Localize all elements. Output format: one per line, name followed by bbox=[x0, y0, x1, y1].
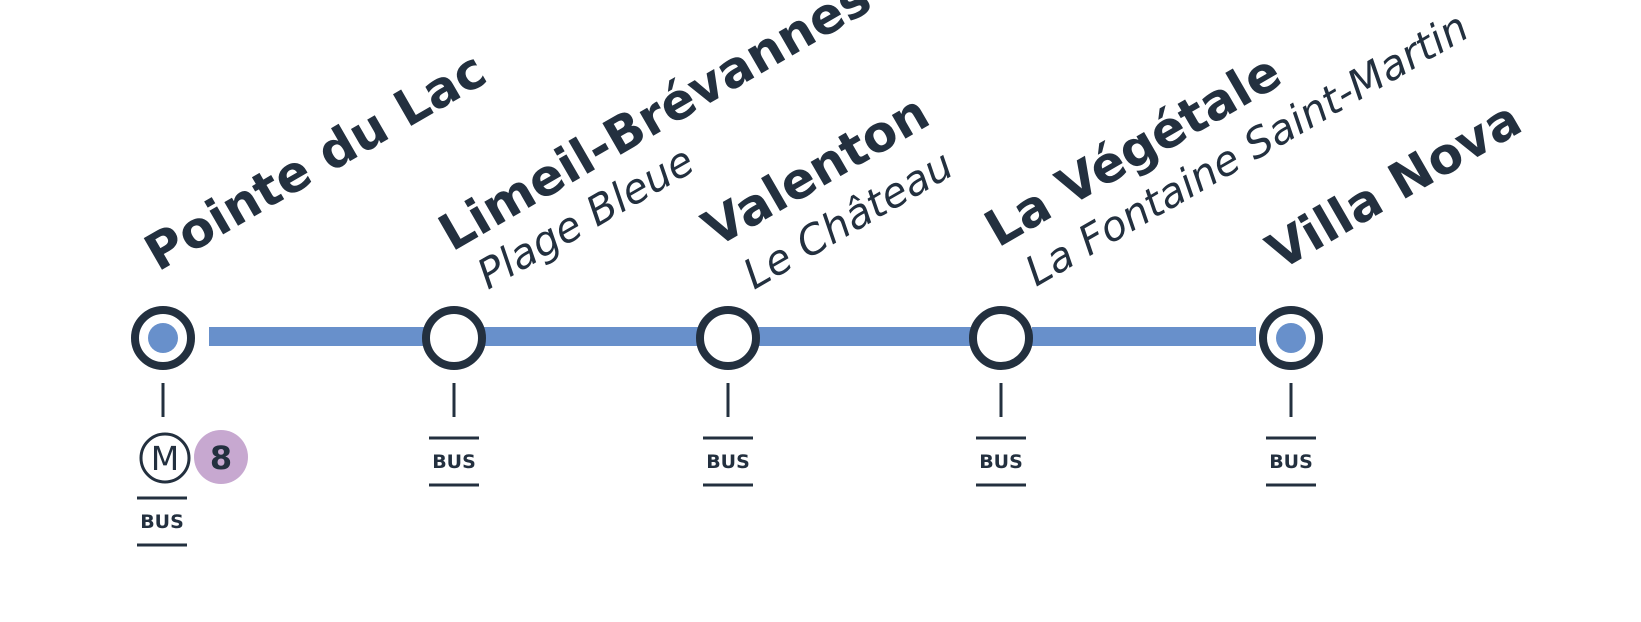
station-la-vegetale[interactable]: La Végétale La Fontaine Saint-Martin BUS bbox=[969, 3, 1476, 487]
bus-connection[interactable]: BUS bbox=[976, 436, 1026, 487]
line-segments bbox=[209, 327, 1256, 346]
line-segment-3 bbox=[755, 327, 986, 346]
station-name-label: Pointe du Lac bbox=[135, 41, 496, 283]
bus-connection[interactable]: BUS bbox=[137, 496, 187, 547]
bus-label: BUS bbox=[979, 451, 1023, 473]
metro-line-8-badge bbox=[194, 430, 248, 484]
station-marker bbox=[696, 306, 760, 370]
bus-label: BUS bbox=[706, 451, 750, 473]
bus-label: BUS bbox=[1269, 451, 1313, 473]
metro-line-8-number: 8 bbox=[210, 439, 232, 477]
terminus-dot bbox=[1276, 323, 1306, 353]
bus-label: BUS bbox=[140, 511, 184, 533]
line-segment-2 bbox=[477, 327, 709, 346]
bus-connection[interactable]: BUS bbox=[1266, 436, 1316, 487]
bus-label: BUS bbox=[432, 451, 476, 473]
line-segment-4 bbox=[1032, 327, 1256, 346]
station-villa-nova[interactable]: Villa Nova BUS bbox=[1257, 90, 1531, 487]
metro-symbol-text: M bbox=[151, 439, 179, 478]
station-marker bbox=[422, 306, 486, 370]
line-segment-1 bbox=[209, 327, 431, 346]
station-marker bbox=[969, 306, 1033, 370]
bus-connection[interactable]: BUS bbox=[429, 436, 479, 487]
station-valenton[interactable]: Valenton Le Château BUS bbox=[693, 83, 961, 487]
metro-connection[interactable]: M 8 bbox=[139, 430, 248, 484]
bus-connection[interactable]: BUS bbox=[703, 436, 753, 487]
metro-symbol-icon bbox=[139, 432, 191, 484]
terminus-dot bbox=[148, 323, 178, 353]
